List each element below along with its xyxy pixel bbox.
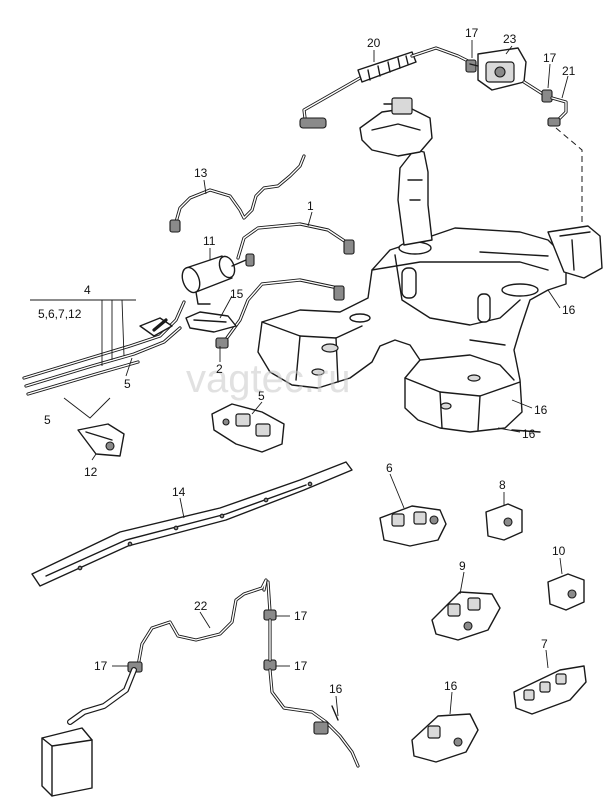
callout-16-tank: 16 — [534, 403, 548, 417]
charcoal-canister — [41, 727, 93, 797]
clip-9 — [431, 591, 501, 641]
fuel-line-2 — [215, 278, 345, 349]
watermark-text: vagtec.ru — [186, 357, 351, 401]
callout-17-right: 17 — [543, 51, 557, 65]
callout-labels: 20 17 23 17 21 13 1 11 15 2 5 4 5,6,7,12… — [38, 26, 576, 696]
fuel-line-13 — [169, 154, 306, 233]
clip-8 — [485, 503, 523, 541]
underbody-shield-14 — [31, 461, 353, 587]
callout-2: 2 — [216, 362, 223, 376]
callout-23: 23 — [503, 32, 517, 46]
clip-16-loose — [411, 713, 479, 763]
line-16-lower — [268, 618, 360, 768]
clip-12-on-bundle — [77, 423, 125, 457]
leader-lines — [30, 40, 569, 717]
callout-16-bracket: 16 — [562, 303, 576, 317]
callout-4-subitems: 5,6,7,12 — [38, 307, 82, 321]
hose-to-canister — [67, 667, 137, 725]
clamps-17-lower — [127, 609, 277, 673]
callout-6: 6 — [386, 461, 393, 475]
callout-14: 14 — [172, 485, 186, 499]
pipe-bundle-4 — [22, 300, 186, 396]
breather-line-assembly — [299, 46, 583, 226]
callout-17-canister: 17 — [94, 659, 108, 673]
clip-10 — [547, 573, 585, 611]
callout-8: 8 — [499, 478, 506, 492]
callout-5-bundle: 5 — [124, 377, 131, 391]
callout-16-clip: 16 — [444, 679, 458, 693]
callout-7: 7 — [541, 637, 548, 651]
bracket-15 — [185, 311, 237, 333]
callout-4: 4 — [84, 283, 91, 297]
callout-10: 10 — [552, 544, 566, 558]
callout-16-strap: 16 — [522, 427, 536, 441]
hose-22 — [136, 578, 272, 668]
callout-17-lower-joint: 17 — [294, 659, 308, 673]
callout-22: 22 — [194, 599, 208, 613]
callout-11: 11 — [203, 234, 216, 248]
clip-6 — [379, 505, 447, 547]
fuel-line-1 — [236, 222, 355, 260]
clip-5 — [211, 403, 285, 453]
callout-1: 1 — [307, 199, 314, 213]
fuel-tank — [257, 97, 603, 433]
callout-9: 9 — [459, 559, 466, 573]
callout-17-top: 17 — [465, 26, 479, 40]
callout-13: 13 — [194, 166, 208, 180]
clip-7 — [513, 665, 587, 715]
callout-21: 21 — [562, 64, 576, 78]
callout-5-left: 5 — [44, 413, 51, 427]
callout-16-line: 16 — [329, 682, 343, 696]
callout-15: 15 — [230, 287, 244, 301]
callout-12: 12 — [84, 465, 98, 479]
callout-17-upper-joint: 17 — [294, 609, 308, 623]
callout-5-clip: 5 — [258, 389, 265, 403]
fuel-filter-11 — [181, 253, 255, 305]
callout-20: 20 — [367, 36, 381, 50]
